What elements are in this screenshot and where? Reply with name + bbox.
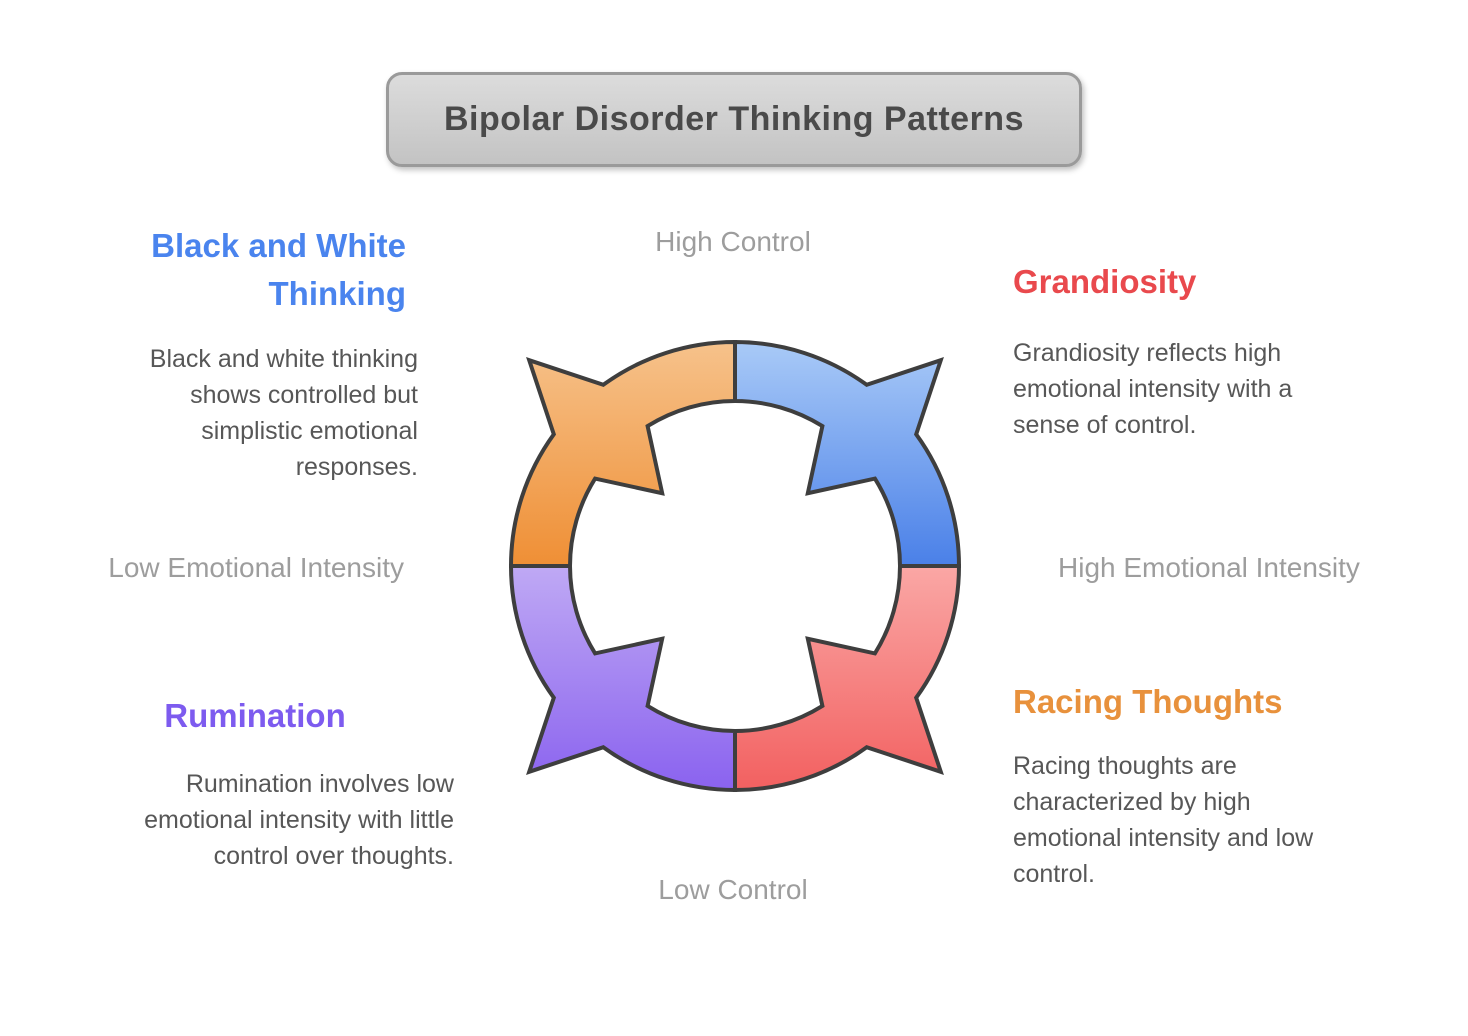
description-black-and-white-thinking: Black and white thinking shows controlle… [149, 345, 418, 481]
heading-black-and-white-thinking: Black and White Thinking [151, 227, 406, 312]
segment-blue [733, 339, 962, 568]
axis-label-high-control: High Control [655, 226, 811, 257]
heading-racing-thoughts: Racing Thoughts [1013, 683, 1283, 720]
title-box: Bipolar Disorder Thinking Patterns [386, 72, 1082, 167]
axis-label-high-emotional-intensity: High Emotional Intensity [1058, 552, 1360, 583]
description-rumination: Rumination involves low emotional intens… [144, 770, 454, 870]
description-grandiosity: Grandiosity reflects high emotional inte… [1013, 339, 1293, 439]
description-racing-thoughts: Racing thoughts are characterized by hig… [1013, 752, 1314, 888]
segment-orange [508, 339, 737, 568]
heading-grandiosity: Grandiosity [1013, 263, 1197, 300]
page-title: Bipolar Disorder Thinking Patterns [444, 100, 1024, 138]
segment-red [733, 564, 962, 793]
segment-purple [508, 564, 737, 793]
heading-rumination: Rumination [164, 697, 346, 734]
axis-label-low-control: Low Control [658, 874, 808, 905]
axis-label-low-emotional-intensity: Low Emotional Intensity [108, 552, 404, 583]
